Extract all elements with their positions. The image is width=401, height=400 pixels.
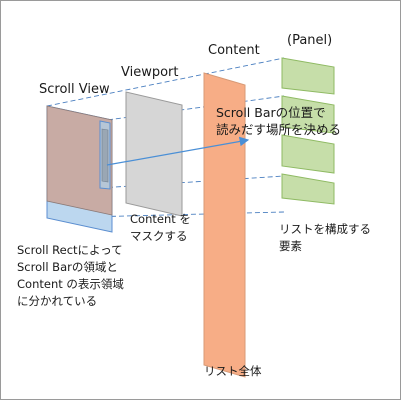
panel-3 xyxy=(281,134,335,174)
content-shape xyxy=(203,72,246,378)
scrollbar-handle xyxy=(101,128,109,183)
scroll-view-shape xyxy=(46,105,113,233)
content-mask-note: Content を マスクする xyxy=(130,212,191,243)
guide-lines xyxy=(46,57,285,219)
scrollbar-note: Scroll Barの位置で 読みだす場所を決める xyxy=(216,105,342,137)
list-elements-note: リストを構成する 要素 xyxy=(279,222,371,253)
content-label: Content xyxy=(208,43,260,58)
scrollrect-note: Scroll Rectによって Scroll Barの領域と Content の… xyxy=(17,243,124,308)
panel-label: (Panel) xyxy=(287,33,333,48)
panel-1 xyxy=(281,57,335,95)
panel-shapes xyxy=(281,57,335,205)
viewport-shape xyxy=(125,91,183,217)
panel-2 xyxy=(281,95,335,134)
panel-4 xyxy=(281,173,335,205)
scroll-arrow xyxy=(106,136,250,166)
list-whole-note: リスト全体 xyxy=(204,364,262,378)
viewport-label: Viewport xyxy=(121,65,179,80)
scroll-view-label: Scroll View xyxy=(39,82,110,97)
